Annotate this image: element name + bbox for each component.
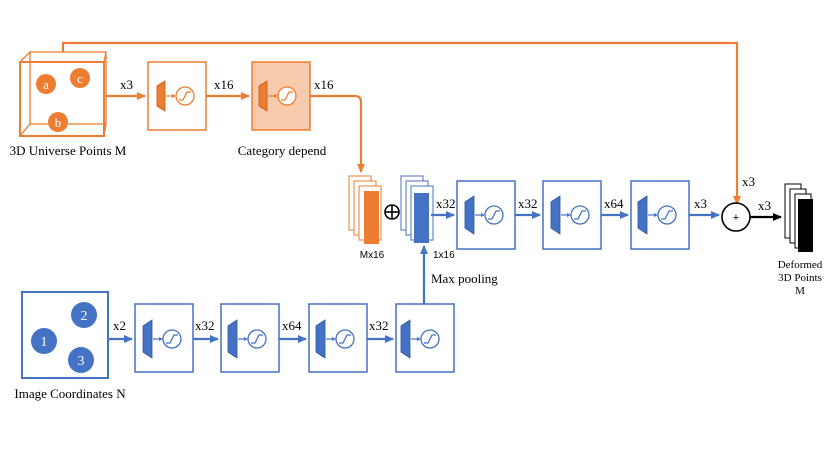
universe-points-label: 3D Universe Points M	[10, 143, 127, 158]
deformed-label-line2: 3D Points	[778, 272, 822, 284]
image-point-1: 1	[31, 328, 57, 354]
edge-f-in-label: x32	[436, 196, 456, 211]
skip-connection-label: x3	[742, 174, 755, 189]
cube-point-c: c	[70, 68, 90, 88]
cube-point-a: a	[36, 74, 56, 94]
svg-text:b: b	[55, 115, 62, 130]
mx16-label: Mx16	[360, 250, 385, 261]
deformed-label-line1: Deformed	[778, 259, 823, 271]
edge-n-3-label: x32	[369, 318, 389, 333]
svg-text:2: 2	[81, 309, 88, 324]
edge-n-1-label: x32	[195, 318, 215, 333]
svg-text:3: 3	[78, 354, 85, 369]
edge-m-mid-label: x16	[214, 77, 234, 92]
max-pooling-label: Max pooling	[431, 271, 498, 286]
edge-m-in-label: x3	[120, 77, 133, 92]
image-coordinates-label: Image Coordinates N	[14, 386, 126, 401]
svg-text:c: c	[77, 71, 83, 86]
output-stack	[784, 183, 813, 252]
svg-text:1: 1	[41, 335, 48, 350]
add-node: +	[721, 202, 751, 232]
one-x16-label: 1x16	[433, 250, 455, 261]
cube-point-b: b	[48, 112, 68, 132]
svg-text:a: a	[43, 77, 49, 92]
edge-m-out	[310, 94, 365, 173]
pooled-feature-stack	[400, 175, 434, 243]
edge-n-in-label: x2	[113, 318, 126, 333]
edge-f-2-label: x64	[604, 196, 624, 211]
edge-f-out-label: x3	[694, 196, 707, 211]
edge-f-1-label: x32	[518, 196, 538, 211]
skip-connection	[61, 41, 741, 205]
deformed-label-line3: M	[795, 285, 805, 297]
edge-m-out-label: x16	[314, 77, 334, 92]
universe-cube	[19, 51, 107, 137]
svg-text:+: +	[733, 212, 739, 224]
edge-final-label: x3	[758, 198, 771, 213]
edge-n-2-label: x64	[282, 318, 302, 333]
concat-symbol	[384, 204, 400, 220]
image-point-2: 2	[71, 302, 97, 328]
category-depend-label: Category depend	[238, 143, 327, 158]
mx16-feature-stack	[348, 175, 382, 244]
image-point-3: 3	[68, 347, 94, 373]
